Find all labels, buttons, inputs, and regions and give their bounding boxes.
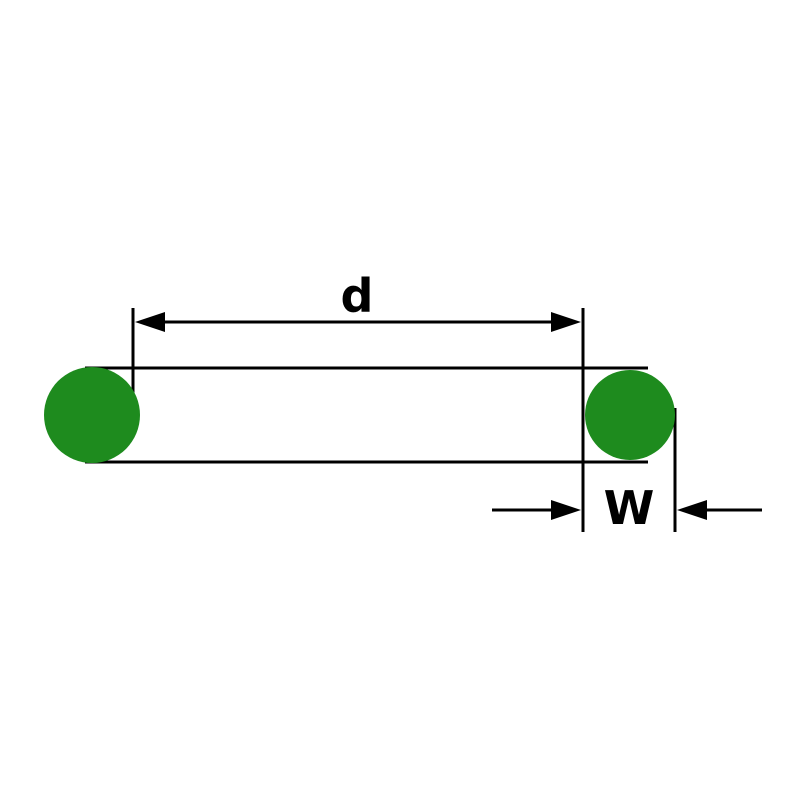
w-arrowhead-left <box>551 500 581 520</box>
oring-cross-section-left <box>44 367 140 463</box>
d-arrowhead-right <box>551 312 581 332</box>
oring-cross-section-right <box>585 370 675 460</box>
inner-diameter-label: d <box>341 269 374 323</box>
w-arrowhead-right <box>677 500 707 520</box>
d-arrowhead-left <box>135 312 165 332</box>
cross-section-width-label: W <box>604 481 655 535</box>
